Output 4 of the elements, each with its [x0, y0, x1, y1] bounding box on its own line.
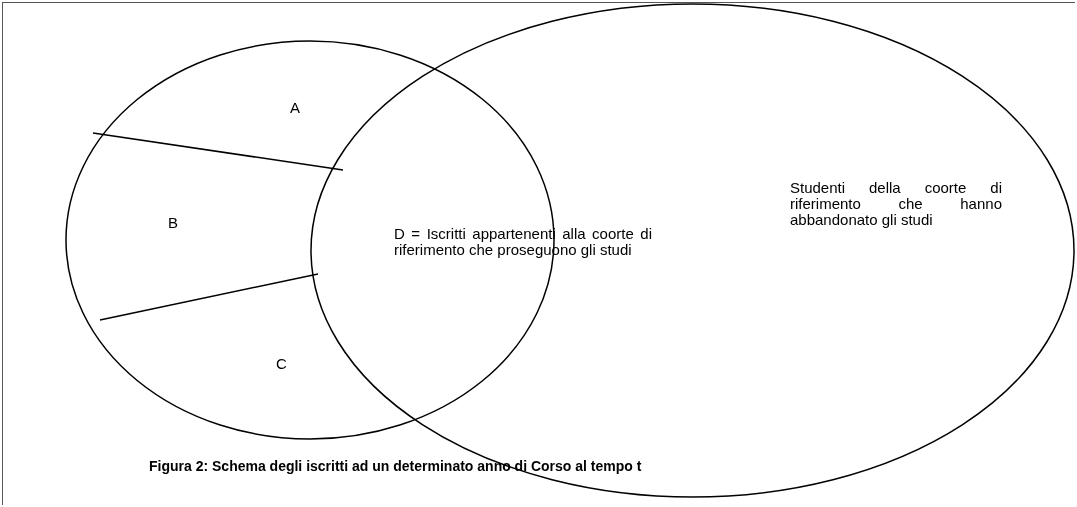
region-label: C [276, 356, 288, 372]
set-description: Studenti della coorte di riferimento che hanno abbandonato gli studi [790, 180, 1002, 228]
region-label: B [168, 215, 179, 231]
region-label: A [290, 100, 301, 116]
